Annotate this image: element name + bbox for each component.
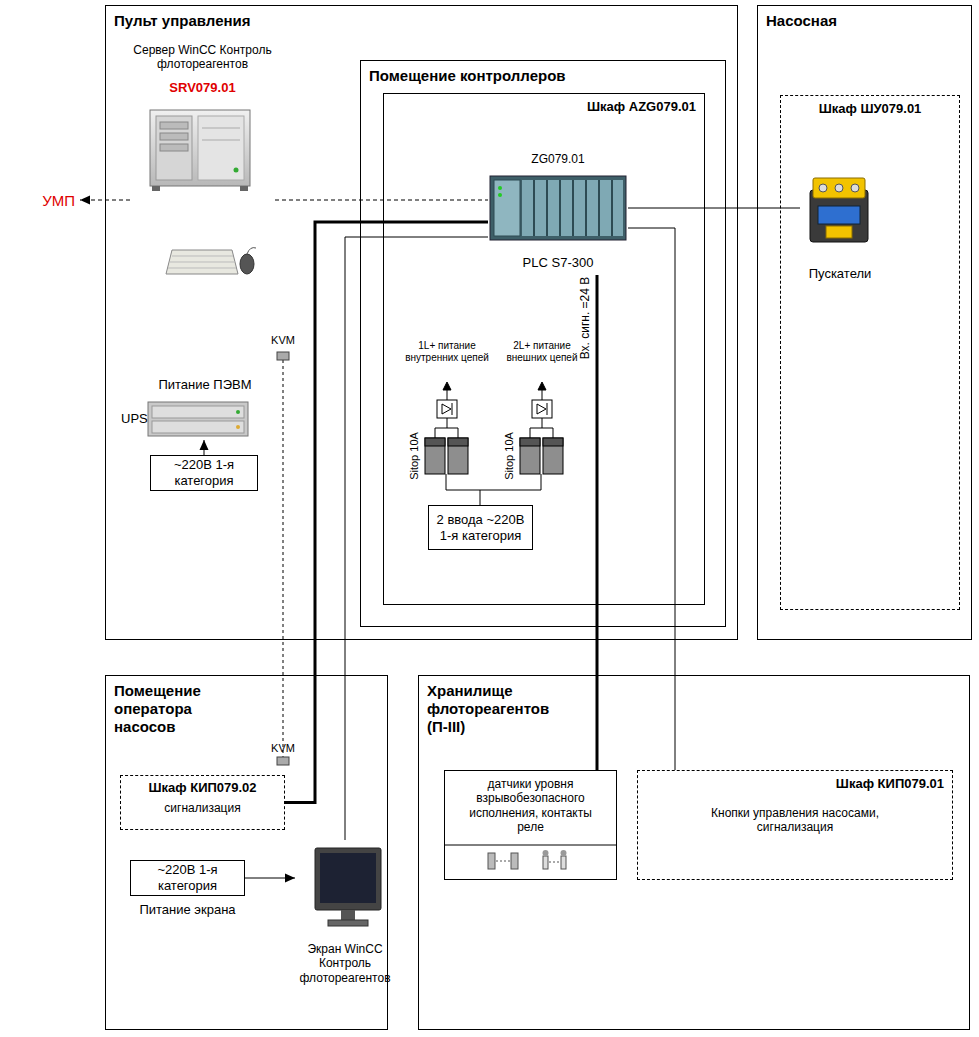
node-title: Шкаф КИП079.02 — [125, 780, 280, 796]
power-input-box: ~220В 1-я категория — [150, 455, 258, 491]
connector — [245, 874, 295, 883]
monitor-illustration — [315, 848, 381, 926]
node-title: ~220В 1-я категория — [155, 457, 253, 488]
node-text: сигнализация — [125, 801, 280, 815]
power-input-box: ~220В 1-я категория — [130, 860, 245, 896]
free-label: 1L+ питание внутренних цепей — [402, 340, 492, 364]
arrow-head — [80, 196, 90, 205]
node-title: 2 ввода ~220В 1-я категория — [433, 512, 528, 543]
connector — [628, 228, 675, 770]
room-panel: Помещение оператора насосовШкаф КИП079.0… — [105, 675, 388, 1030]
node-text: PLC S7-300 — [491, 255, 625, 271]
node-title: Шкаф ШУ079.01 — [787, 101, 953, 117]
server-illustration — [150, 110, 250, 191]
free-label: KVM — [266, 742, 300, 755]
connector — [597, 275, 598, 770]
node-title: UPS — [121, 411, 257, 427]
connector — [628, 208, 800, 209]
room-panel: НасоснаяШкаф ШУ079.01Пускатели — [757, 5, 972, 640]
free-label: Sitop 10A — [503, 432, 515, 480]
node-title: УМП — [21, 192, 75, 210]
connector-line — [628, 228, 675, 770]
arrow-head — [200, 440, 209, 450]
cabinet-panel: Шкаф КИП079.01Кнопки управления насосами… — [637, 770, 953, 880]
sensor-icons — [444, 845, 617, 869]
node-title: Хранилище флотореагентов (П-III) — [427, 682, 562, 736]
node-title: Насосная — [766, 12, 963, 30]
starter-box: Пускатели — [800, 170, 880, 285]
node-title: ~220В 1-я категория — [135, 862, 240, 893]
free-label: KVM — [266, 334, 300, 347]
node-title: Шкаф AZG079.01 — [587, 99, 696, 115]
keyboard-illustration — [166, 248, 256, 274]
arrow-head — [285, 874, 295, 883]
node-title: Сервер WinCC Контроль флотореагентов — [133, 43, 272, 72]
screen-box: Экран WinCC Контроль флотореагентов — [295, 840, 395, 990]
connector-line — [275, 200, 488, 201]
node-title: ZG079.01 — [491, 152, 625, 166]
plc-box: ZG079.01PLC S7-300 — [488, 150, 628, 275]
server-box: Сервер WinCC Контроль флотореагентовSRV0… — [130, 38, 275, 210]
connector — [275, 200, 488, 201]
connector-line — [628, 208, 800, 209]
node-title: датчики уровня взрывобезопасного исполне… — [468, 777, 593, 835]
node-text: SRV079.01 — [133, 80, 272, 96]
link-target: УМП — [20, 190, 80, 212]
node-text: Кнопки управления насосами, сигнализация — [690, 806, 900, 835]
node-title: Помещение оператора насосов — [114, 682, 224, 736]
cabinet-panel: Шкаф ШУ079.01Пускатели — [780, 95, 960, 610]
power-input-box: 2 ввода ~220В 1-я категория — [428, 505, 533, 550]
node-title: Пускатели — [803, 266, 877, 282]
kvm-link — [277, 352, 289, 765]
node-title: Экран WinCC Контроль флотореагентов — [298, 942, 392, 985]
free-label: Питание экрана — [125, 902, 250, 918]
connector-line — [596, 275, 599, 770]
node-title: Пульт управления — [114, 12, 729, 30]
power-supply-illustration — [425, 382, 563, 505]
cabinet-panel: Шкаф КИП079.02 сигнализация — [120, 775, 285, 830]
free-label: Питание ПЭВМ — [135, 377, 275, 393]
free-label: 2L+ питание внешних цепей — [497, 340, 587, 364]
sensor-box: датчики уровня взрывобезопасного исполне… — [444, 770, 617, 880]
connector — [200, 440, 209, 455]
room-panel: Хранилище флотореагентов (П-III) датчики … — [418, 675, 970, 1030]
ups-illustration — [148, 402, 248, 436]
plc-illustration — [490, 176, 626, 240]
contactor-illustration — [810, 178, 868, 242]
room-panel: Пульт управленияСервер WinCC Контроль фл… — [105, 5, 738, 640]
free-label: Sitop 10A — [408, 432, 420, 480]
ups-box: UPS — [118, 398, 260, 440]
node-title: Шкаф КИП079.01 — [836, 776, 944, 792]
edge-label: Вх. сигн. =24 В — [579, 275, 592, 362]
node-title: Помещение контроллеров — [369, 67, 717, 85]
